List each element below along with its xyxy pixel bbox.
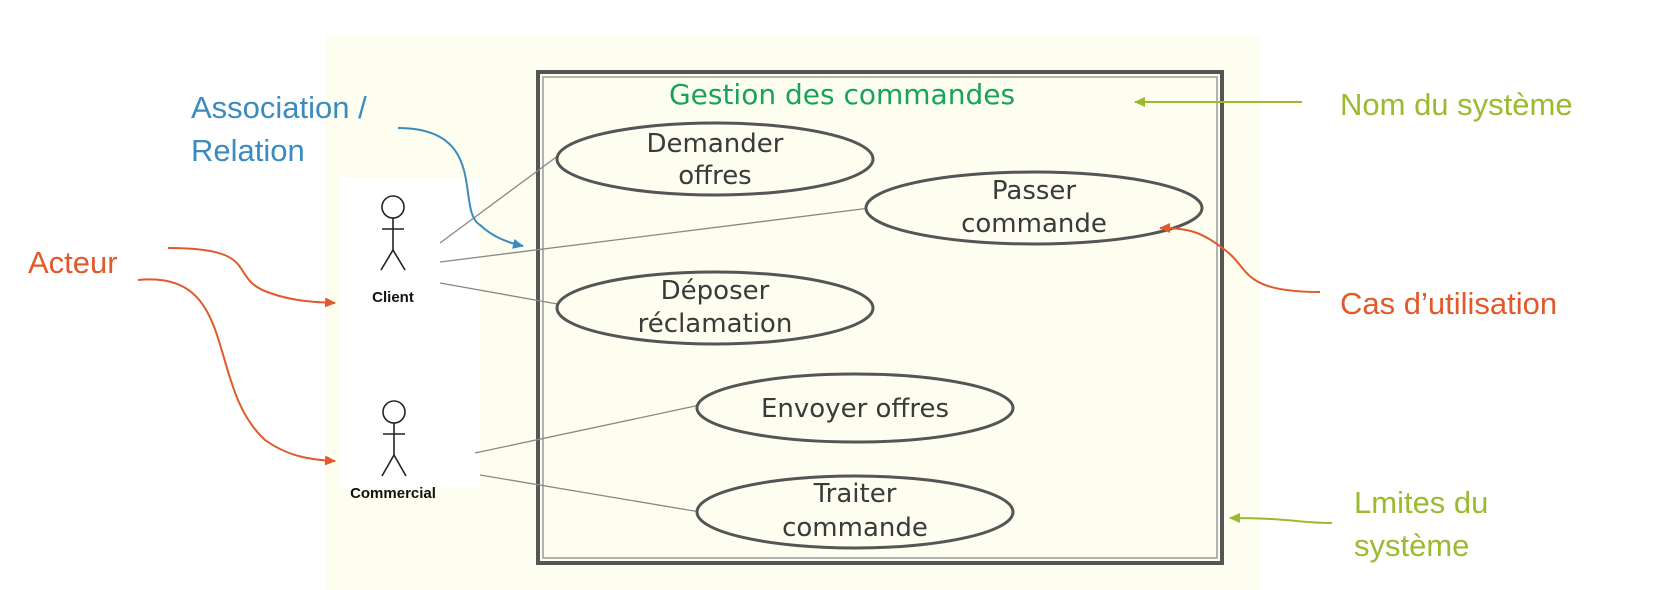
use-case-envoyer-offres: Envoyer offres (695, 372, 1015, 444)
use-case-label: Demander (647, 129, 784, 159)
actor-head-icon (381, 195, 405, 219)
actor-client (380, 195, 406, 271)
annotation-limites-line1: Lmites du (1354, 485, 1488, 520)
acteur-arrow-commercial (137, 278, 336, 466)
actors-panel (340, 178, 480, 488)
acteur-arrow-client (167, 247, 336, 308)
use-case-label: Traiter (813, 479, 897, 509)
actor-commercial (381, 400, 407, 477)
limites-arrow (1229, 513, 1333, 524)
annotation-cas-utilisation: Cas d’utilisation (1340, 286, 1557, 321)
use-case-label: commande (961, 209, 1107, 239)
annotation-association: Association / (191, 90, 367, 125)
annotation-relation: Relation (191, 133, 305, 168)
annotation-acteur: Acteur (28, 245, 118, 280)
use-case-label: commande (782, 513, 928, 543)
association-client-deposer (439, 282, 564, 306)
association-arrow (397, 127, 524, 249)
system-boundary (536, 70, 1224, 565)
use-case-label: Déposer (661, 276, 770, 306)
association-client-demander (439, 151, 564, 244)
use-case-demander-offres: Demander offres (555, 121, 875, 197)
actor-label-client: Client (372, 289, 414, 306)
use-case-label: Passer (992, 176, 1077, 206)
use-case-label: offres (678, 161, 751, 191)
actor-head-icon (382, 400, 406, 424)
use-case-label: réclamation (638, 309, 793, 339)
annotation-nom-systeme: Nom du système (1340, 87, 1573, 122)
use-case-deposer-reclamation: Déposer réclamation (555, 270, 875, 346)
annotation-limites-line2: système (1354, 528, 1469, 563)
system-title: Gestion des commandes (669, 78, 1015, 111)
use-case-traiter-commande: Traiter commande (695, 474, 1015, 550)
use-case-label: Envoyer offres (761, 394, 949, 424)
actor-label-commercial: Commercial (350, 485, 436, 502)
associations (439, 151, 871, 513)
association-client-passer (439, 207, 871, 263)
use-case-passer-commande: Passer commande (864, 170, 1204, 246)
association-commercial-envoyer (474, 404, 701, 454)
association-commercial-traiter (479, 474, 701, 513)
cas-utilisation-arrow (1159, 223, 1321, 293)
